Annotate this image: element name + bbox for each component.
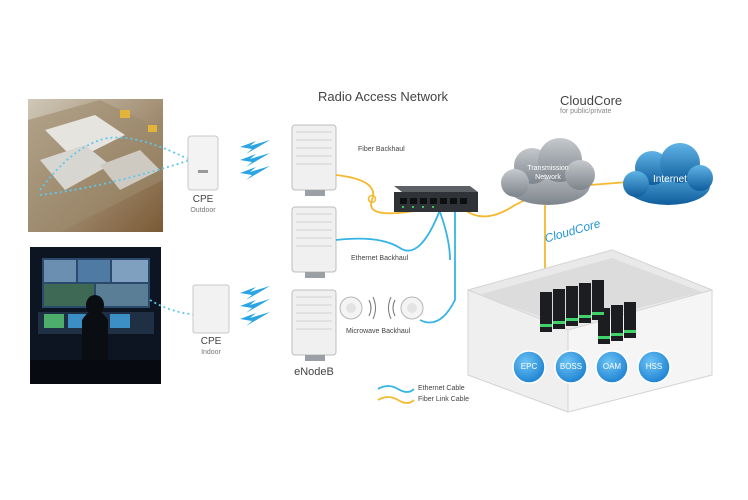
microwave-dish-icon: [339, 296, 424, 320]
cpe-outdoor-name: CPE: [192, 194, 214, 205]
enodeb-unit-1: [291, 124, 337, 196]
internet-label: Internet: [653, 174, 687, 185]
internet-cloud: [623, 143, 713, 205]
legend-ethernet-label: Ethernet Cable: [418, 385, 465, 392]
cpe-indoor-type: Indoor: [201, 349, 221, 356]
core-function-hss: HSS: [645, 362, 663, 371]
transmission-cloud: [501, 138, 595, 205]
cloudcore-title: CloudCore: [560, 93, 623, 108]
cloudcore-subtitle: for public/private: [560, 108, 612, 115]
cpe-outdoor-device: [187, 135, 219, 191]
ethernet-cable-lines: [335, 209, 456, 324]
fiber-backhaul-label: Fiber Backhaul: [358, 146, 405, 153]
core-function-boss: BOSS: [559, 362, 583, 371]
network-switch: [394, 186, 478, 212]
data-center-room: [466, 249, 714, 413]
cpe-indoor-name: CPE: [200, 336, 222, 347]
core-function-oam: OAM: [602, 362, 622, 371]
outdoor-site-photo: [28, 99, 191, 232]
legend-lines: [377, 385, 415, 404]
enodeb-unit-3: [291, 289, 337, 361]
cpe-outdoor-type: Outdoor: [190, 207, 216, 214]
enodeb-unit-2: [291, 206, 337, 278]
control-room-photo: [30, 247, 206, 384]
core-function-epc: EPC: [520, 362, 538, 371]
microwave-backhaul-label: Microwave Backhaul: [346, 328, 411, 335]
enodeb-label: eNodeB: [294, 366, 334, 378]
legend-fiber-label: Fiber Link Cable: [418, 396, 469, 403]
fiber-cable-lines: [335, 174, 629, 270]
core-function-circles: [512, 350, 671, 384]
cpe-indoor-device: [192, 284, 230, 334]
ethernet-backhaul-label: Ethernet Backhaul: [351, 255, 409, 262]
wireless-signal-icon: [240, 140, 270, 326]
fiber-splice-icon: [367, 194, 377, 204]
diagram-title: Radio Access Network: [318, 89, 449, 104]
server-racks: [540, 280, 636, 344]
transmission-network-label: Transmission Network: [527, 165, 569, 181]
